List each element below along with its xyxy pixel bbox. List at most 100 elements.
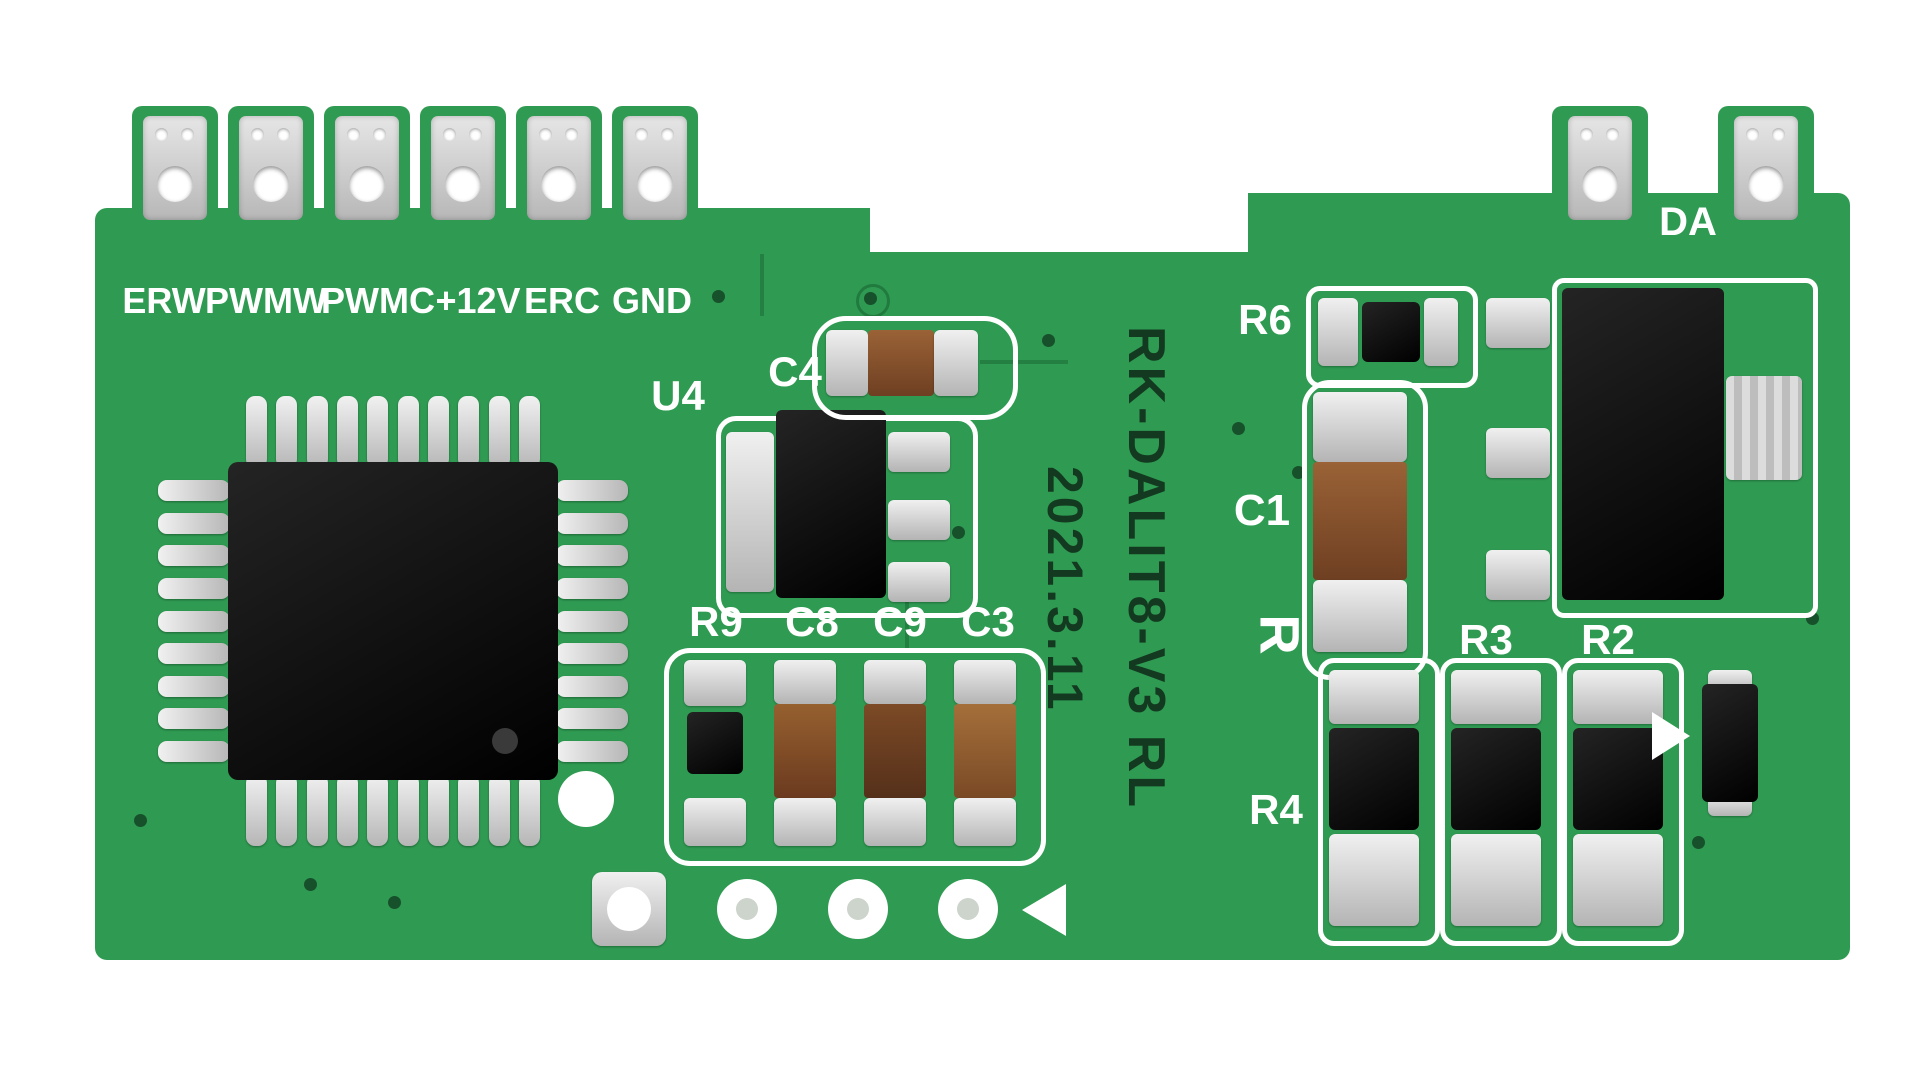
copper-trace [760, 254, 764, 316]
terminal-pad-pwmc [335, 116, 399, 220]
hole-center [847, 898, 869, 920]
qfp-pin [246, 396, 267, 468]
c1-label: C1 [1233, 486, 1291, 535]
triangle-marker [1652, 712, 1690, 760]
copper-trace [980, 360, 1068, 364]
qfp-pins-right [556, 480, 628, 762]
c3-label: C3 [961, 598, 1015, 645]
terminal-label-erc: ERC [523, 280, 601, 321]
qfp-pin [306, 396, 328, 468]
plated-hole [938, 879, 998, 939]
qfp-pin [158, 741, 230, 762]
mounting-pad [592, 872, 666, 946]
r6-resistor-body [1362, 302, 1420, 362]
r4-pad [1329, 670, 1419, 724]
pad-hole [637, 166, 673, 202]
r9-pad [684, 798, 746, 846]
c3-capacitor-body [954, 704, 1016, 798]
terminal-label-pwmc: PWMC [321, 280, 435, 321]
pad-hole [539, 128, 552, 141]
pad-hole [251, 128, 264, 141]
u4-pad-right [888, 432, 950, 472]
c9-capacitor-body [864, 704, 926, 798]
c4-end-cap [934, 330, 978, 396]
qfp-pin [518, 396, 540, 468]
qfp-pin [556, 610, 628, 632]
pad-hole [347, 128, 360, 141]
u4-chip-body [776, 410, 886, 598]
qfp-pin [488, 396, 510, 468]
plated-hole [558, 771, 614, 827]
qfp-pin [276, 396, 298, 468]
c9-label: C9 [873, 598, 927, 645]
u4-label: U4 [651, 372, 705, 419]
qfp-pin [427, 774, 449, 846]
ic-pad [1486, 298, 1550, 348]
via [1232, 422, 1245, 435]
terminal-pad-pwmw [239, 116, 303, 220]
plated-hole [717, 879, 777, 939]
hole-center [736, 898, 758, 920]
pad-hole [1748, 166, 1784, 202]
c1-end-cap [1313, 392, 1407, 462]
qfp-pin [367, 396, 389, 468]
c9-end-cap [864, 798, 926, 846]
c3-end-cap [954, 660, 1016, 704]
terminal-label-pwmw: PWMW [205, 280, 327, 321]
via [304, 878, 317, 891]
terminal-label-erw: ERW [122, 280, 206, 321]
r3-pad [1451, 834, 1541, 926]
qfp-pin [158, 480, 230, 501]
qfp-pin [367, 774, 389, 846]
via [1292, 466, 1305, 479]
pad-hole [1746, 128, 1759, 141]
c8-capacitor-body [774, 704, 836, 798]
plated-hole [828, 879, 888, 939]
qfp-pin [556, 741, 628, 762]
c4-end-cap [826, 330, 868, 396]
pad-hole [541, 166, 577, 202]
c8-end-cap [774, 798, 836, 846]
r2-resistor-body [1573, 728, 1663, 830]
c4-capacitor-body [868, 330, 934, 396]
qfp-pins-top [246, 396, 540, 468]
qfp-pin [458, 774, 480, 846]
pad-hole [607, 887, 651, 931]
qfp-pin [246, 774, 267, 846]
qfp-pin [518, 774, 540, 846]
via [134, 814, 147, 827]
hole-center [957, 898, 979, 920]
r6-label: R6 [1238, 296, 1292, 343]
copper-trace [905, 598, 909, 650]
c8-label: C8 [785, 598, 839, 645]
qfp-pin [336, 396, 358, 468]
pad-hole [1580, 128, 1593, 141]
via [712, 290, 725, 303]
via [864, 292, 877, 305]
qfp-pin [556, 708, 628, 730]
c9-end-cap [864, 660, 926, 704]
terminal-pad-gnd [623, 116, 687, 220]
qfp-pin [556, 577, 628, 599]
r9-label: R9 [689, 598, 743, 645]
qfp-pin [158, 577, 230, 599]
qfp-pin1-marker [492, 728, 518, 754]
pad-hole [1582, 166, 1618, 202]
pad-hole [373, 128, 386, 141]
qfp-chip-body [228, 462, 558, 780]
board-model-marking: RK-DALIT8-V3 RL [1117, 326, 1175, 811]
qfp-pin [158, 643, 230, 665]
qfp-pin [306, 774, 328, 846]
terminal-pad-da-left [1568, 116, 1632, 220]
u4-pad-right [888, 562, 950, 602]
terminal-label-da: DA [1659, 200, 1717, 244]
terminal-pad-erw [143, 116, 207, 220]
c4-silkscreen-outline [812, 316, 1018, 420]
terminal-label-12v: +12V [435, 280, 521, 321]
qfp-pins-bottom [246, 774, 540, 846]
r4-resistor-body [1329, 728, 1419, 830]
ic-tab-pad [1726, 376, 1802, 480]
qfp-pin [158, 675, 230, 697]
r2-label: R2 [1581, 616, 1635, 663]
